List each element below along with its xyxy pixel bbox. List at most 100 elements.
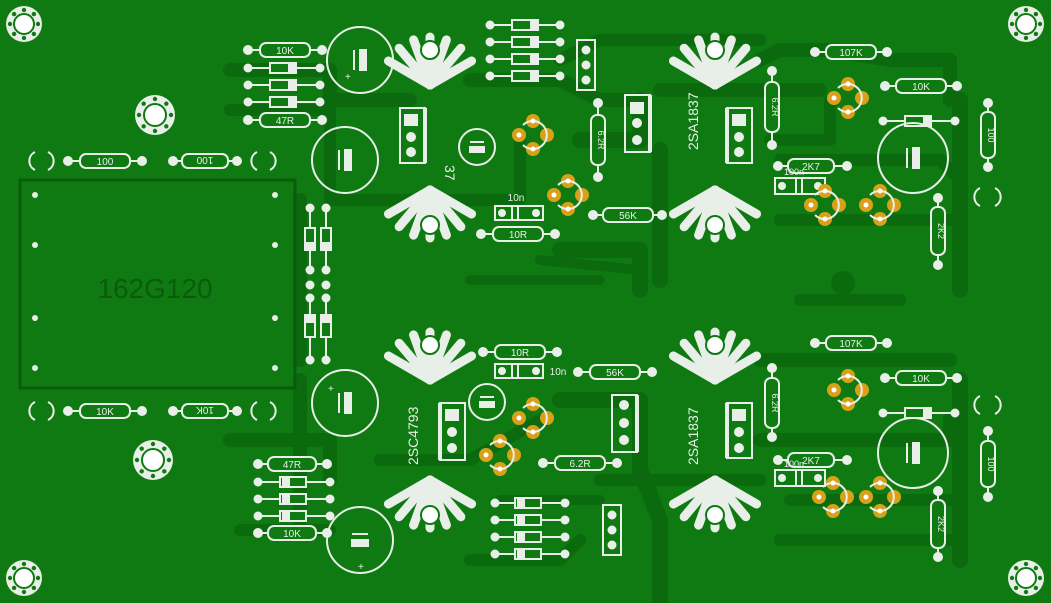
ring-pad [1009, 21, 1015, 27]
c-label: 10n [508, 193, 525, 204]
r-label: 6.2R [569, 459, 590, 470]
resistor-56k-top: 56K [588, 207, 667, 223]
resistor-2k2-bottom: 2K2 [930, 486, 946, 562]
heatsink-8 [668, 475, 762, 533]
ring-pad [162, 469, 167, 474]
ring-pad [35, 575, 41, 581]
ring-pad [141, 124, 146, 129]
resistor-107k-bottom: 107K [810, 335, 892, 351]
r-label: 2K2 [936, 516, 946, 532]
heatsink-7 [668, 327, 762, 385]
small-transistor-5 [859, 184, 901, 226]
ring-pad [141, 101, 146, 106]
resistor-47r-bottom-left: 47R [253, 456, 332, 472]
ring-pad [31, 11, 37, 17]
ring-pad [134, 457, 140, 463]
resistor-47r-top-left: 47R [243, 112, 327, 128]
via-large-center-right [831, 271, 855, 295]
diodes-top-left [243, 62, 325, 108]
ring-pad [11, 31, 17, 37]
ring-pad [1023, 35, 1029, 41]
r-label: 10K [912, 374, 930, 385]
ring-pad [1033, 31, 1039, 37]
ring-pad [136, 112, 142, 118]
transistor-2sc4793-bottom: 2SC4793 [405, 402, 466, 465]
diodes-vertical-center-left [304, 203, 332, 365]
resistor-10k-left-bottom-a: 10K [63, 403, 147, 419]
ring-pad [1013, 585, 1019, 591]
resistor-56k-bottom: 56K [573, 364, 657, 380]
r-label: 10K [96, 407, 114, 418]
resistor-100-left-a: 100 [63, 153, 147, 169]
capacitor-10n-bottom: 10n [494, 363, 567, 379]
ring-pad [1033, 585, 1039, 591]
c-label: 100n [784, 459, 804, 469]
transistor-label: 2SA1837 [685, 92, 701, 150]
small-transistor-2 [547, 174, 589, 216]
electrolytic-cap-bottom-left: + [326, 506, 394, 574]
small-transistor-1 [512, 114, 554, 156]
resistor-107k-top: 107K [810, 44, 892, 60]
diodes-bottom-mid [490, 497, 570, 560]
svg-text:+: + [345, 72, 351, 83]
small-transistor-7 [479, 434, 521, 476]
resistor-6r2-top-right: 6.2R [764, 66, 780, 150]
ring-pad [31, 585, 37, 591]
transistor-label: 2SA1837 [685, 407, 701, 465]
small-transistor-3 [827, 77, 869, 119]
resistor-100-right-top: 100 [980, 98, 996, 172]
ring-pad [166, 457, 172, 463]
ring-pad [150, 441, 156, 447]
r-label: 107K [839, 48, 863, 59]
transistor-bottom-driver [611, 394, 639, 453]
ring-pad [21, 589, 27, 595]
resistor-10k-top-left: 10K [243, 42, 327, 58]
c-label: 10n [550, 367, 567, 378]
transistor-top-driver [624, 94, 652, 153]
r-label: 10R [509, 230, 527, 241]
resistor-2k7-top: 2K7 [773, 158, 852, 174]
ring-pad [1023, 561, 1029, 567]
ring-pad [1009, 575, 1015, 581]
r-label: 10R [511, 348, 529, 359]
ring-pad [150, 473, 156, 479]
resistor-10k-bottom-right: 10K [880, 370, 962, 386]
heatsink-5 [383, 327, 477, 385]
small-transistor-10 [859, 476, 901, 518]
capacitor-100n-bottom: 100n [774, 459, 826, 487]
ring-pad [164, 101, 169, 106]
electrolytic-cap-right-top [877, 122, 949, 194]
ring-pad [1033, 11, 1039, 17]
resistor-100-right-bottom: 100 [980, 426, 996, 502]
r-label: 47R [283, 460, 301, 471]
ring-pad [21, 7, 27, 13]
transistor-label: 37 [442, 165, 458, 181]
ring-pad [11, 565, 17, 571]
r-label: 10K [196, 404, 214, 415]
electrolytic-cap-right-bottom [877, 417, 949, 489]
r-label: 107K [839, 339, 863, 350]
transistor-label: 2SC4793 [405, 406, 421, 465]
small-transistor-4 [804, 184, 846, 226]
resistor-6r2-top-mid: 6.2R [590, 98, 606, 182]
electrolytic-capacitors: + + + [311, 26, 949, 574]
ring-pad [1023, 589, 1029, 595]
ring-pad [1023, 7, 1029, 13]
ring-pad [1013, 11, 1019, 17]
r-label: 10K [283, 529, 301, 540]
svg-text:+: + [358, 562, 364, 573]
electrolytic-cap-left-lower: + [311, 369, 379, 437]
r-label: 56K [606, 368, 624, 379]
ring-pad [31, 565, 37, 571]
transistor-bottom-small [602, 504, 622, 556]
transistor-2sa1837-bottom: 2SA1837 [685, 402, 753, 465]
c-label: 100n [784, 167, 804, 177]
ring-pad [1037, 21, 1043, 27]
heatsink-3 [668, 32, 762, 90]
r-label: 6.2R [596, 130, 606, 150]
ring-pad [139, 446, 144, 451]
ring-pad [11, 11, 17, 17]
resistor-2k2-top: 2K2 [930, 193, 946, 270]
small-signal-transistors [479, 77, 901, 518]
